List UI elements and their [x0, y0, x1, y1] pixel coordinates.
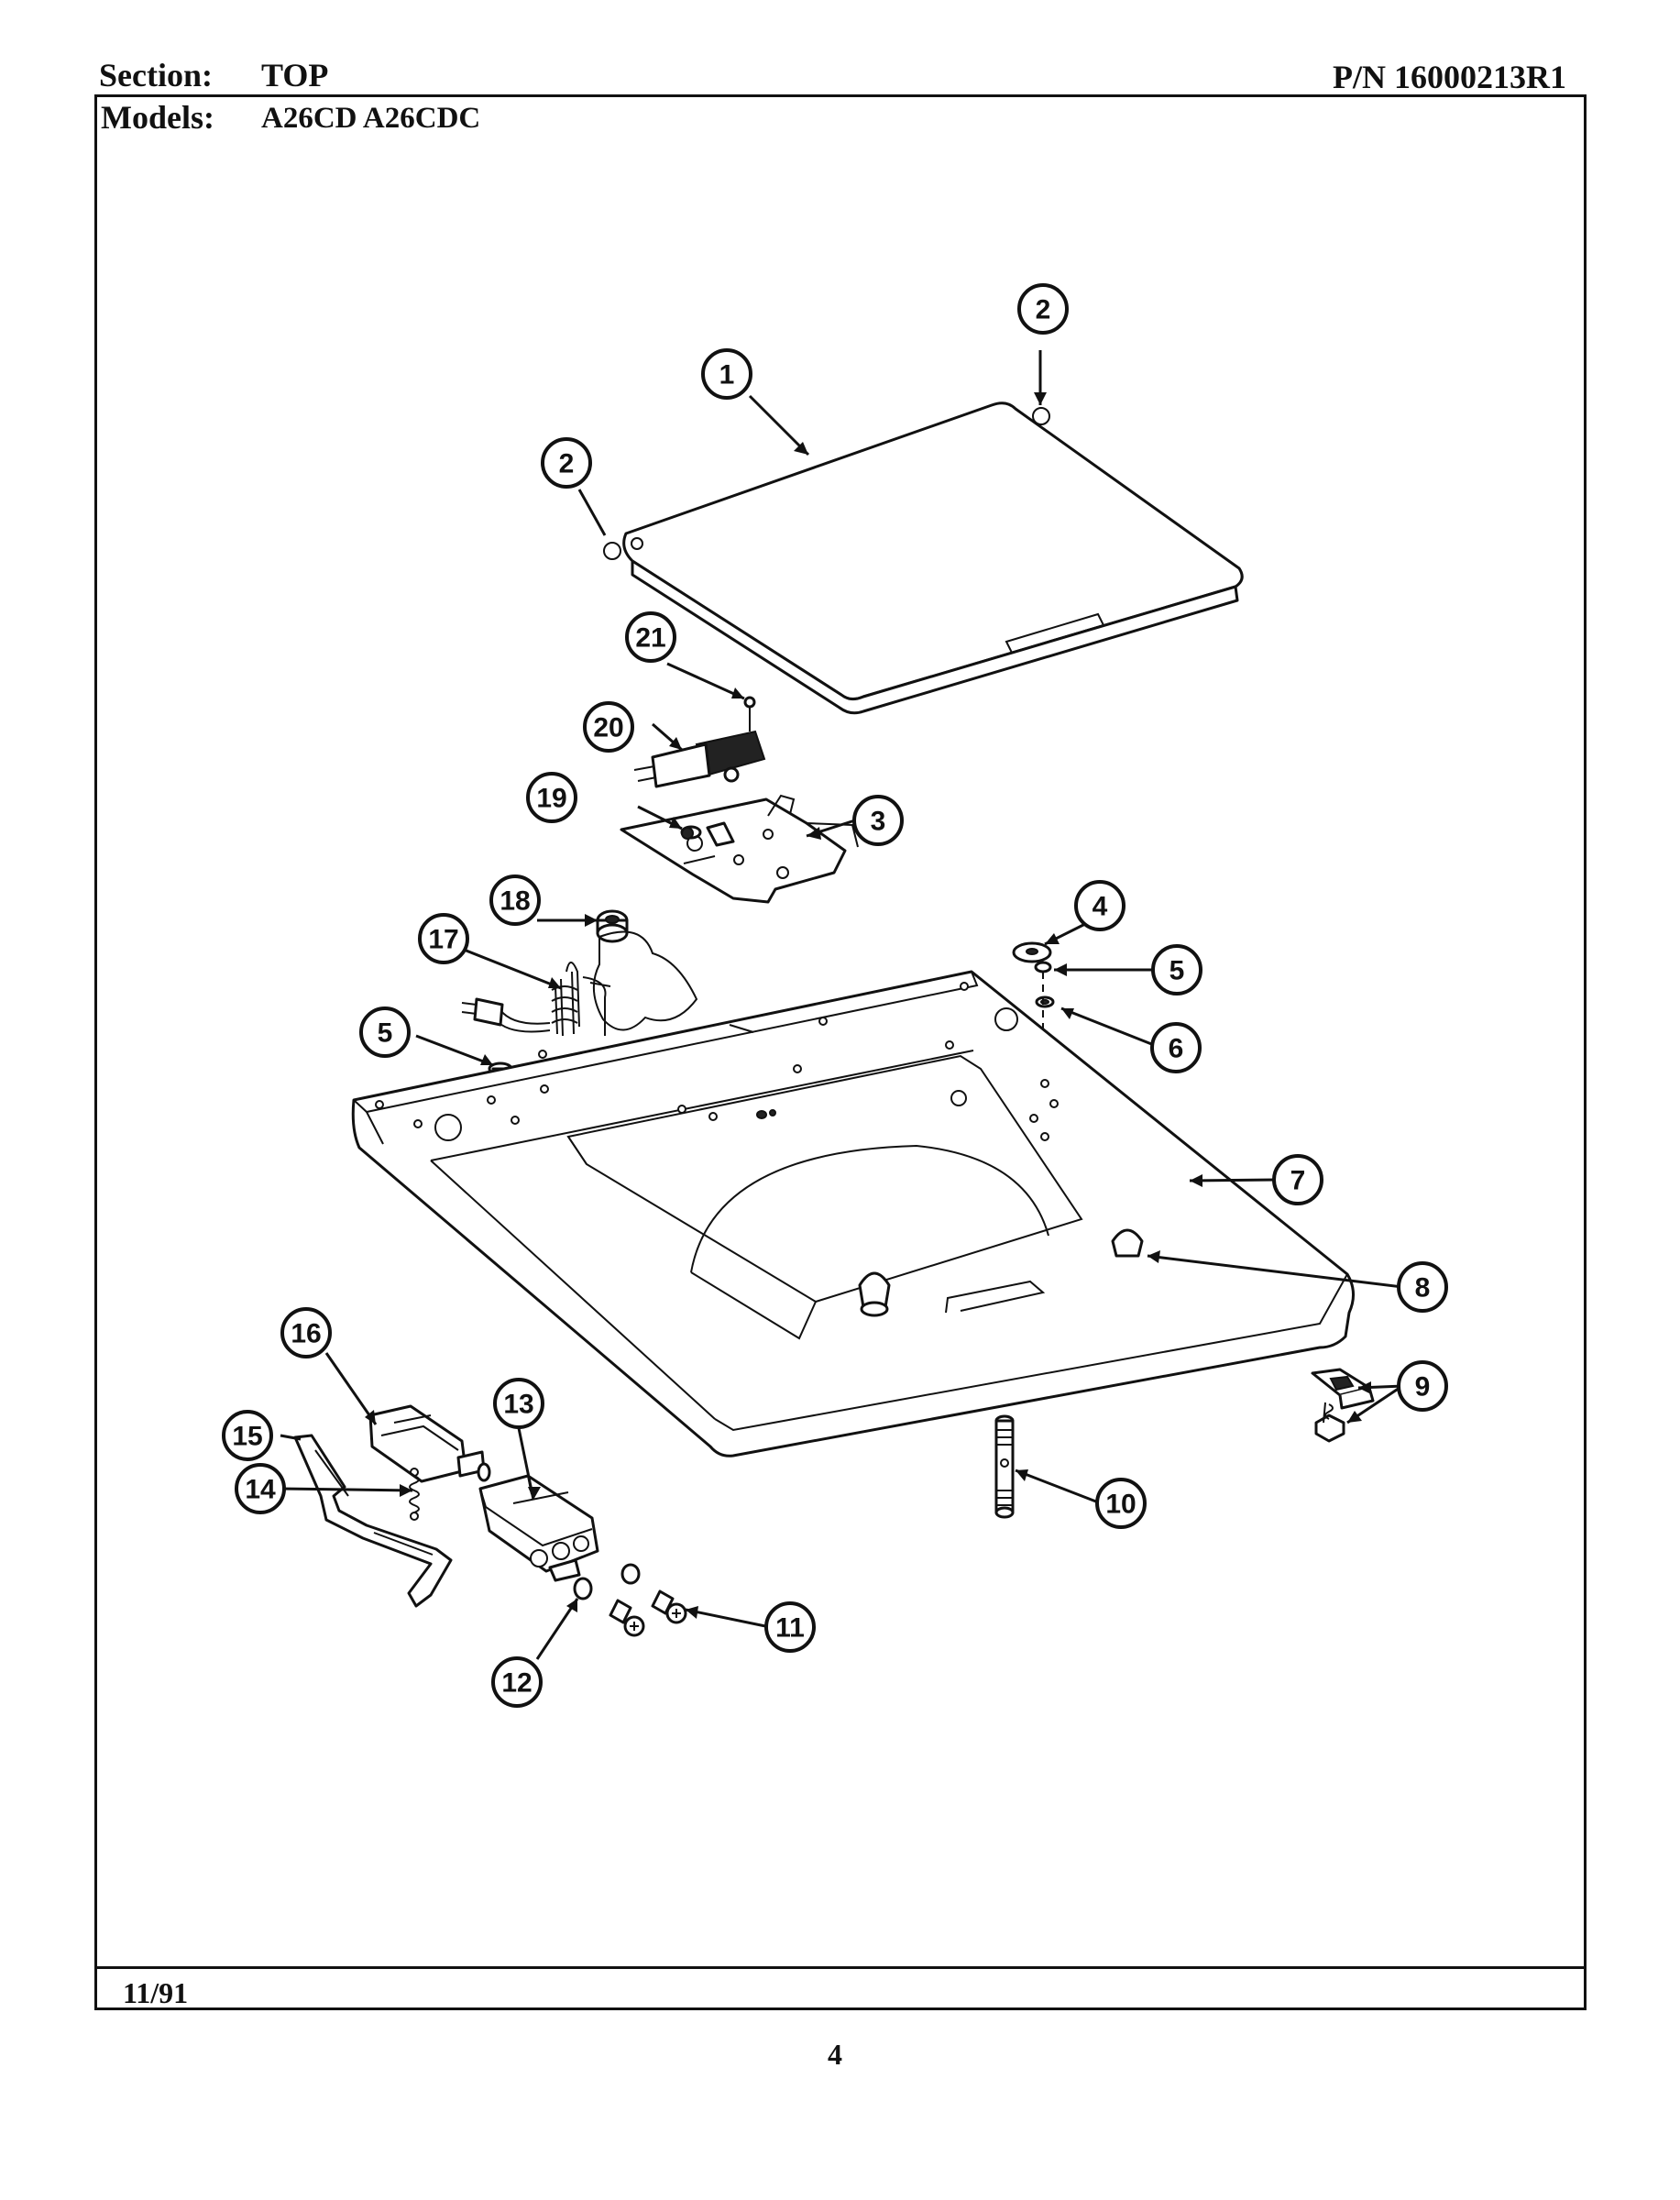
callout-9: 9	[1397, 1360, 1448, 1412]
callout-1: 1	[701, 348, 752, 400]
part-lid	[603, 402, 1244, 715]
part-number: P/N 16000213R1	[1333, 59, 1566, 95]
callout-number: 4	[1093, 892, 1108, 922]
callout-number: 15	[232, 1422, 262, 1452]
callout-15: 15	[222, 1410, 273, 1461]
callout-5: 5	[359, 1006, 411, 1058]
callout-21: 21	[625, 611, 676, 663]
callout-17: 17	[418, 913, 469, 964]
leader-arrowheads	[365, 392, 1371, 1619]
page-number: 4	[828, 2038, 842, 2071]
callout-12: 12	[491, 1656, 543, 1708]
callout-number: 20	[593, 713, 623, 743]
callout-2: 2	[1017, 283, 1069, 335]
part-grommet	[596, 909, 629, 943]
part-power-cord	[461, 962, 611, 1037]
models-label: Models:	[101, 99, 214, 136]
callout-number: 2	[1036, 295, 1051, 325]
diagram-frame	[94, 94, 1587, 2010]
callout-number: 18	[500, 886, 530, 917]
callout-number: 2	[559, 449, 575, 479]
callout-19: 19	[526, 772, 577, 823]
part-hinge-block	[478, 1474, 599, 1582]
callout-14: 14	[235, 1463, 286, 1514]
part-latch-bracket	[368, 1404, 491, 1483]
models-value: A26CD A26CDC	[261, 102, 481, 135]
callout-number: 11	[775, 1613, 805, 1644]
callout-number: 16	[291, 1319, 321, 1349]
callout-7: 7	[1272, 1154, 1323, 1205]
footer-date: 11/91	[123, 1976, 189, 2009]
callout-8: 8	[1397, 1261, 1448, 1313]
callout-number: 1	[719, 360, 735, 390]
part-plugs-screws	[573, 1563, 687, 1637]
callout-3: 3	[852, 795, 904, 846]
callout-number: 13	[503, 1390, 533, 1420]
part-main-top	[351, 930, 1355, 1458]
callout-number: 14	[245, 1475, 276, 1505]
callout-13: 13	[493, 1378, 544, 1429]
callout-number: 10	[1105, 1490, 1136, 1520]
callout-number: 12	[501, 1668, 532, 1699]
callout-number: 5	[378, 1018, 393, 1049]
part-switch	[633, 696, 766, 788]
callout-6: 6	[1150, 1022, 1202, 1073]
callout-number: 19	[536, 784, 566, 814]
callout-5: 5	[1151, 944, 1202, 996]
part-clip-screw	[1311, 1368, 1375, 1443]
callout-number: 17	[428, 925, 458, 955]
part-bumper	[858, 1228, 1144, 1317]
footer-divider	[94, 1966, 1587, 1969]
section-value: TOP	[261, 57, 329, 94]
callout-4: 4	[1074, 880, 1125, 931]
section-label: Section:	[99, 57, 213, 94]
part-lid-bracket	[620, 794, 859, 904]
callout-number: 5	[1169, 956, 1185, 986]
callout-number: 3	[871, 807, 886, 837]
callout-10: 10	[1095, 1478, 1147, 1529]
callout-2: 2	[541, 437, 592, 489]
callout-18: 18	[489, 874, 541, 926]
callout-number: 8	[1415, 1273, 1431, 1304]
callout-16: 16	[280, 1307, 332, 1358]
callout-number: 6	[1169, 1034, 1184, 1064]
callout-number: 21	[635, 623, 665, 654]
callout-11: 11	[764, 1601, 816, 1653]
callout-number: 9	[1415, 1372, 1431, 1402]
part-spring	[409, 1468, 420, 1521]
part-stud	[994, 1414, 1015, 1519]
callout-number: 7	[1290, 1166, 1306, 1196]
callout-20: 20	[583, 701, 634, 753]
